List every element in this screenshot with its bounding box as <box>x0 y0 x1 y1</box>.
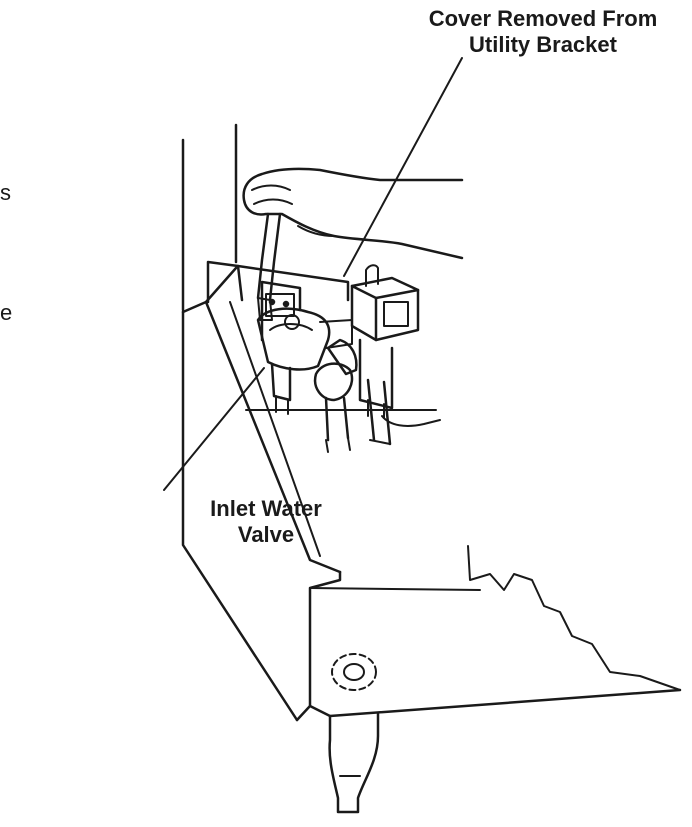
base-plate <box>308 545 682 718</box>
cropped-text-fragment: s <box>0 180 11 205</box>
cropped-text-fragment: e <box>0 300 13 325</box>
leader-line-inlet <box>163 367 265 491</box>
wire <box>381 415 441 427</box>
base-rail <box>181 266 481 722</box>
solenoid-coil <box>350 264 420 419</box>
inlet-valve-line-1: Inlet Water <box>210 496 322 521</box>
cover-removed-line-2: Utility Bracket <box>469 32 617 57</box>
cover-removed-callout: Cover Removed From Utility Bracket <box>398 6 688 58</box>
mounting-hole <box>331 653 377 691</box>
utility-bracket <box>206 260 350 342</box>
leader-line-cover <box>343 57 463 277</box>
inlet-water-valve-callout: Inlet Water Valve <box>186 496 346 548</box>
inlet-water-valve <box>256 307 353 415</box>
cover-removed-line-1: Cover Removed From <box>428 6 658 31</box>
water-inlet-tube <box>313 338 392 453</box>
inlet-valve-line-2: Valve <box>237 522 295 547</box>
leveling-leg <box>328 712 380 814</box>
hand-with-screwdriver <box>242 167 464 321</box>
cabinet-wall <box>181 123 238 312</box>
